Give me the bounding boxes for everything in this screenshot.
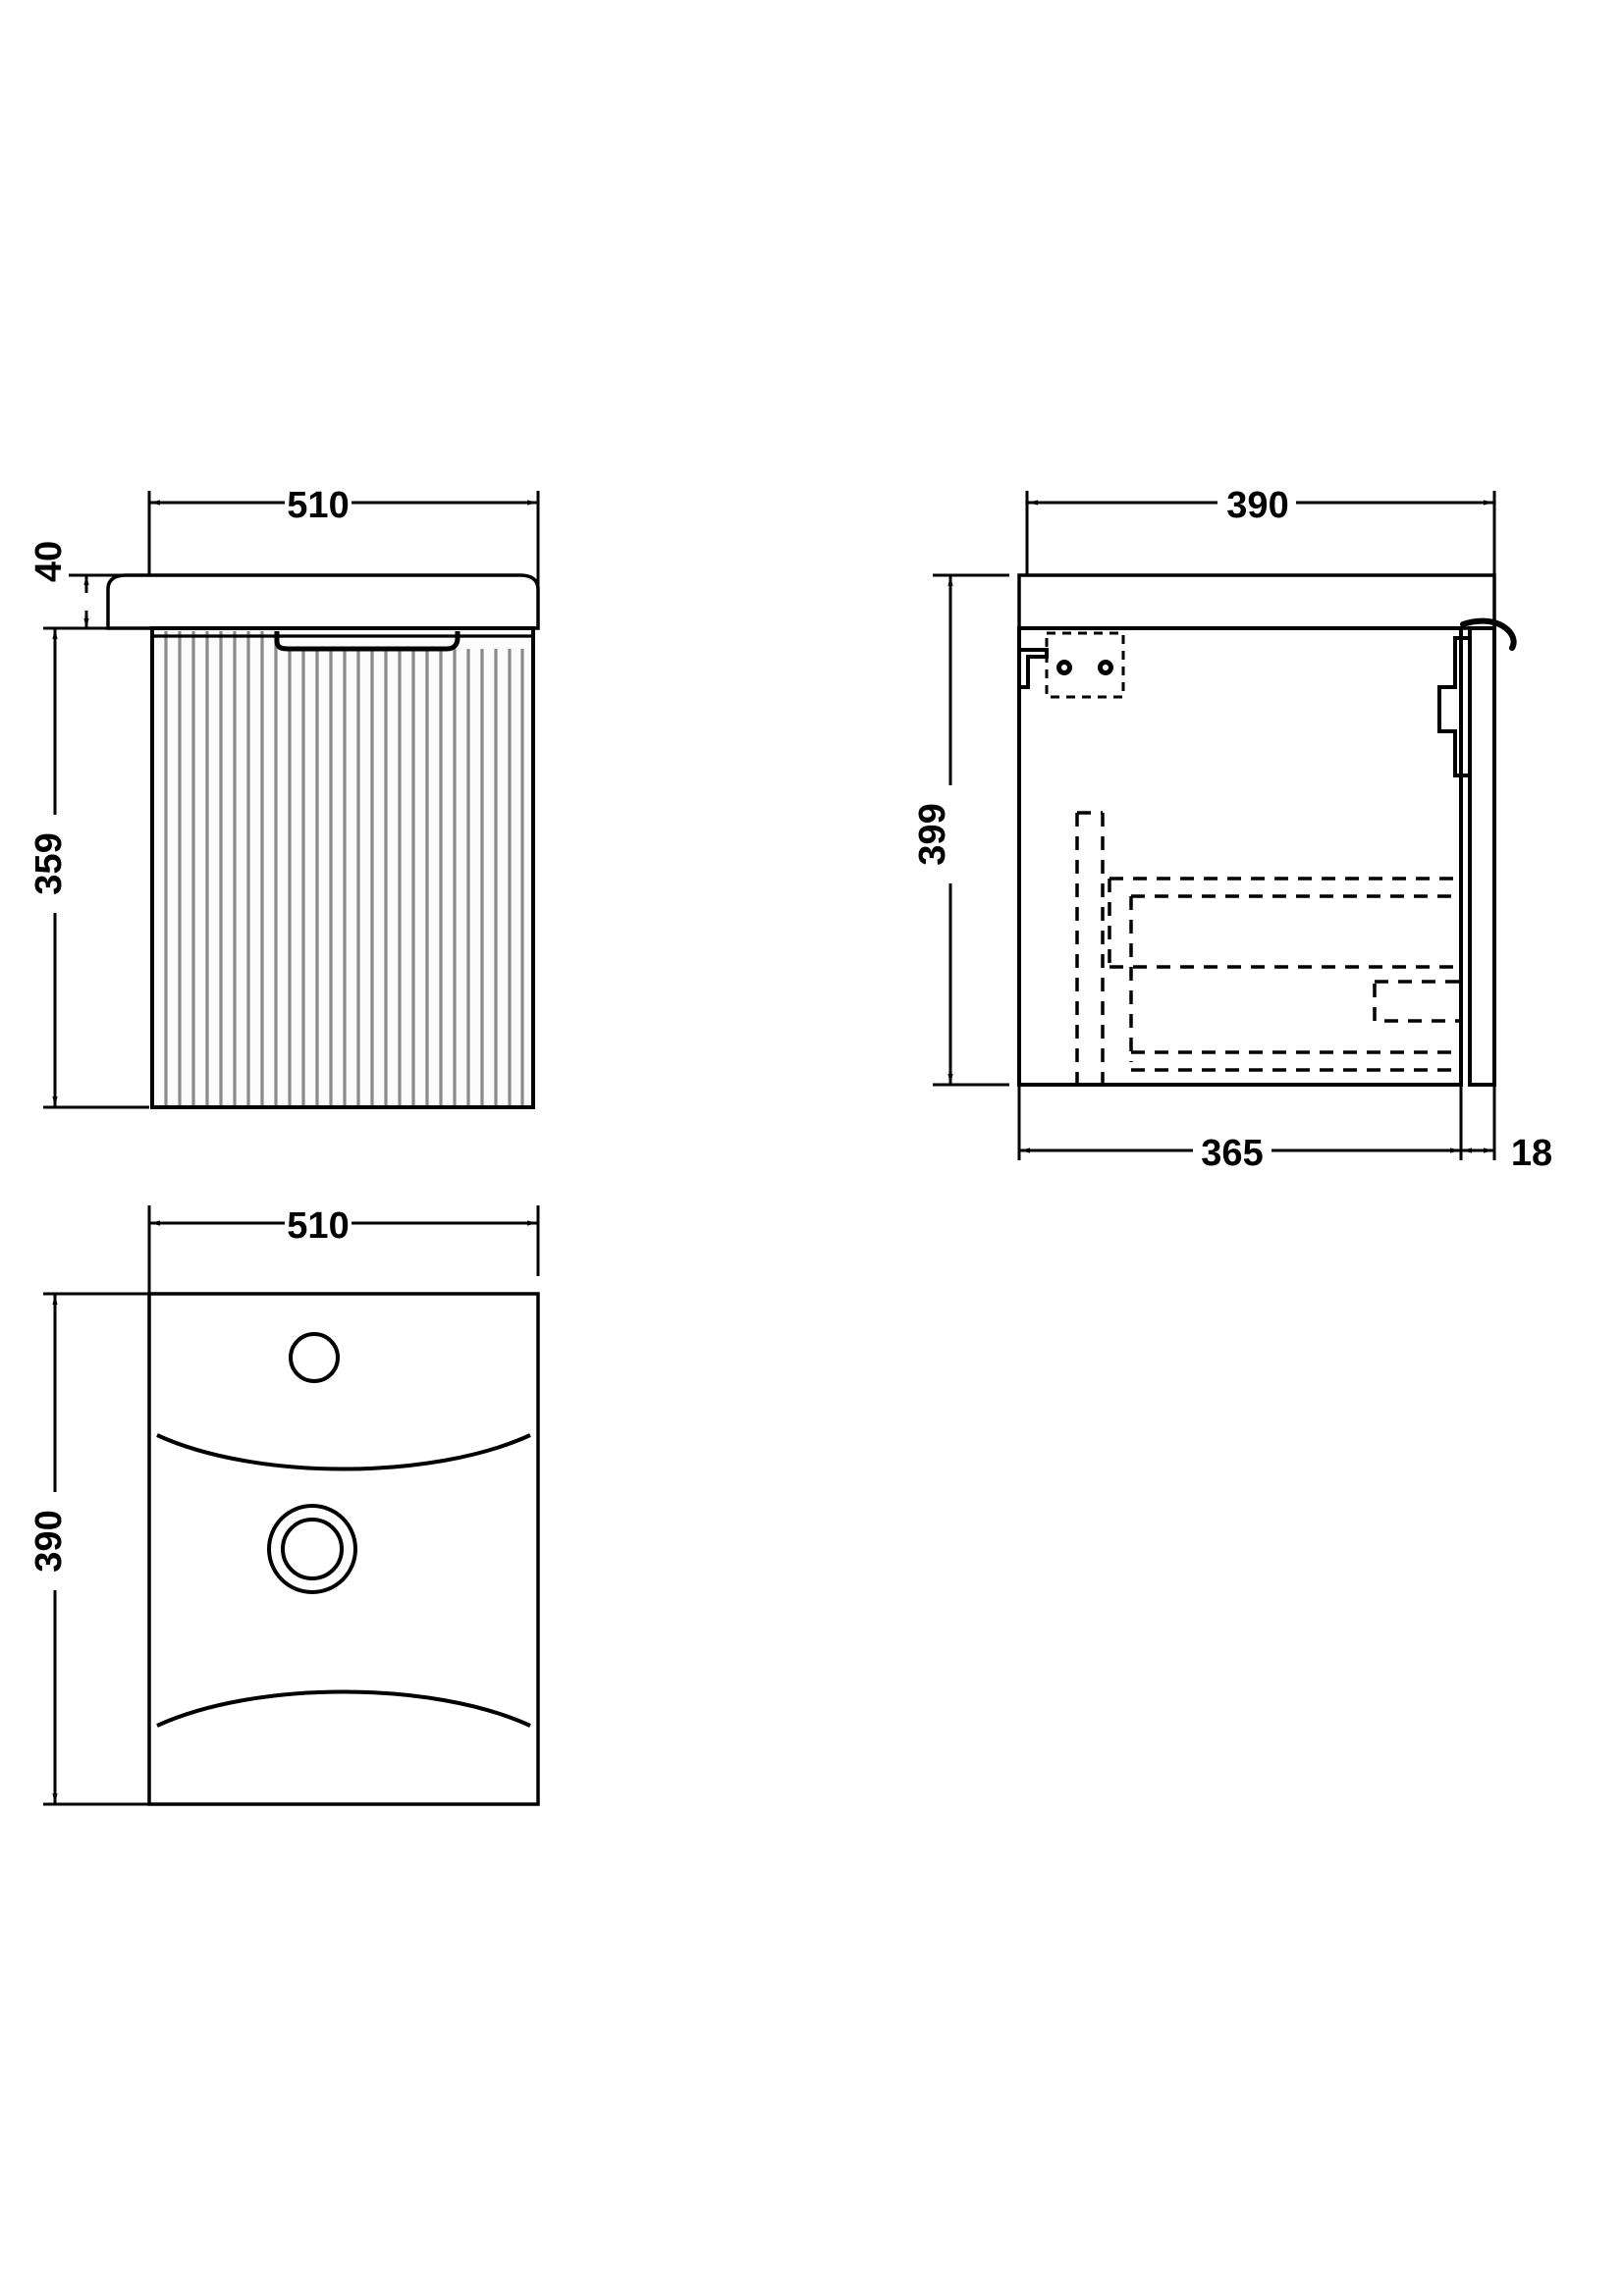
side-elevation-view: 390 399 365 18 — [912, 485, 1552, 1174]
side-carcass-body — [1017, 626, 1463, 1087]
worktop-thickness-dimension: 40 — [28, 541, 149, 630]
side-total-height-dim-label: 399 — [912, 803, 953, 865]
carcass-depth-dimension: 365 — [1017, 1085, 1463, 1174]
plan-depth-dimension: 390 — [28, 1292, 149, 1806]
wall-fixing-bracket — [1021, 631, 1125, 699]
front-width-dim-label: 510 — [287, 485, 349, 526]
front-elevation-view: 510 40 359 — [28, 485, 540, 1109]
front-cabinet-body — [150, 626, 535, 1109]
front-worktop-slab — [106, 573, 540, 630]
plan-width-dimension: 510 — [147, 1205, 540, 1296]
front-width-dimension: 510 — [147, 485, 540, 611]
cabinet-height-dimension: 359 — [28, 626, 149, 1109]
side-worktop-slab — [1017, 573, 1496, 630]
basin-bowl-curves — [156, 1433, 531, 1728]
door-thickness-dimension: 18 — [1462, 1085, 1552, 1174]
internal-drawer-hidden-lines — [1075, 811, 1463, 1085]
plan-width-dim-label: 510 — [287, 1205, 349, 1247]
bracket-screw-holes — [1056, 660, 1113, 675]
cabinet-height-dim-label: 359 — [28, 832, 70, 894]
side-depth-dim-label: 390 — [1226, 485, 1288, 526]
flute-lines — [164, 631, 524, 1105]
plan-depth-dim-label: 390 — [28, 1510, 70, 1572]
door-thickness-dim-label: 18 — [1511, 1133, 1552, 1174]
carcass-depth-dim-label: 365 — [1201, 1133, 1263, 1174]
side-door-front — [1437, 617, 1517, 1087]
basin-plan-view: 510 390 — [28, 1205, 540, 1806]
side-total-height-dimension: 399 — [912, 573, 1009, 1087]
waste-outlet — [267, 1504, 357, 1594]
worktop-thickness-dim-label: 40 — [28, 541, 70, 582]
side-depth-dimension: 390 — [1025, 485, 1496, 609]
front-handle[interactable] — [152, 631, 533, 652]
tap-hole — [289, 1332, 340, 1383]
